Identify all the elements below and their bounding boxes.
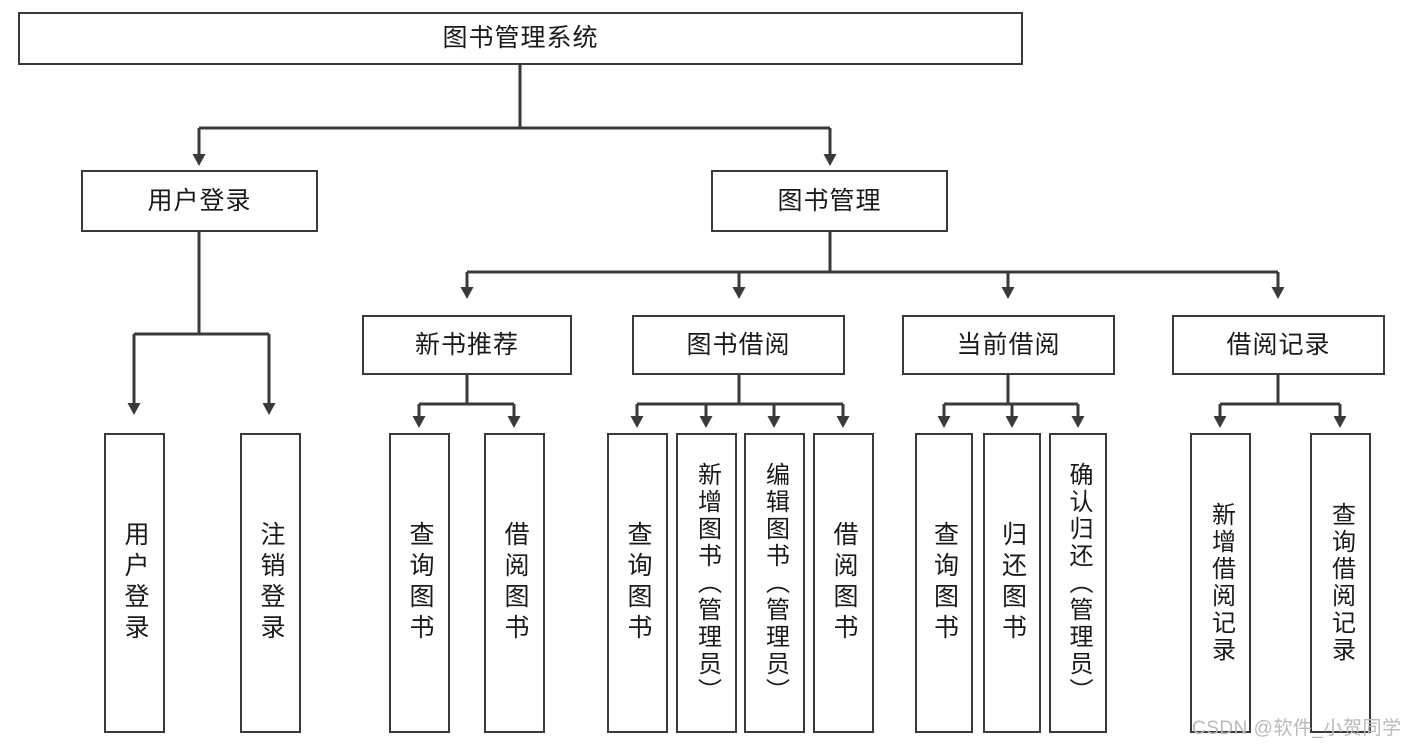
leaf-user-logout[interactable]: 注销登录 xyxy=(240,433,301,733)
node-label: 查询图书 xyxy=(624,521,652,645)
node-label: 图书借阅 xyxy=(686,330,791,359)
node-label: 新增借阅记录 xyxy=(1207,502,1235,664)
leaf-borrow-query-book[interactable]: 查询图书 xyxy=(607,433,668,733)
node-label: 编辑图书（管理员） xyxy=(761,461,789,705)
node-label: 新书推荐 xyxy=(414,330,519,359)
node-label: 查询图书 xyxy=(406,521,434,645)
node-book-borrow[interactable]: 图书借阅 xyxy=(632,315,845,375)
node-label: 用户登录 xyxy=(147,186,252,215)
node-label: 借阅图书 xyxy=(501,521,529,645)
node-label: 用户登录 xyxy=(121,521,149,645)
node-current-borrow[interactable]: 当前借阅 xyxy=(902,315,1115,375)
leaf-user-login[interactable]: 用户登录 xyxy=(104,433,165,733)
node-new-book-recommend[interactable]: 新书推荐 xyxy=(362,315,572,375)
leaf-borrow-add-book[interactable]: 新增图书（管理员） xyxy=(676,433,737,733)
leaf-borrow-borrow-book[interactable]: 借阅图书 xyxy=(813,433,874,733)
node-label: 借阅图书 xyxy=(830,521,858,645)
node-label: 当前借阅 xyxy=(956,330,1061,359)
leaf-current-confirm-return[interactable]: 确认归还（管理员） xyxy=(1049,433,1107,733)
node-user-login[interactable]: 用户登录 xyxy=(81,170,318,232)
node-borrow-record[interactable]: 借阅记录 xyxy=(1172,315,1385,375)
leaf-current-query-book[interactable]: 查询图书 xyxy=(915,433,973,733)
node-label: 图书管理 xyxy=(777,186,882,215)
node-book-management[interactable]: 图书管理 xyxy=(711,170,948,232)
leaf-borrow-edit-book[interactable]: 编辑图书（管理员） xyxy=(744,433,805,733)
node-label: 确认归还（管理员） xyxy=(1065,461,1092,705)
node-label: 归还图书 xyxy=(998,521,1027,645)
node-label: 查询图书 xyxy=(930,521,959,645)
leaf-recommend-query-book[interactable]: 查询图书 xyxy=(389,433,450,733)
node-root-system[interactable]: 图书管理系统 xyxy=(18,12,1023,65)
node-label: 查询借阅记录 xyxy=(1327,502,1355,664)
leaf-record-query[interactable]: 查询借阅记录 xyxy=(1310,433,1371,733)
leaf-current-return-book[interactable]: 归还图书 xyxy=(983,433,1041,733)
node-label: 图书管理系统 xyxy=(442,24,599,53)
node-label: 借阅记录 xyxy=(1226,330,1331,359)
watermark-text: CSDN @软件_小贺同学 xyxy=(1192,718,1402,739)
leaf-record-add[interactable]: 新增借阅记录 xyxy=(1190,433,1251,733)
node-label: 新增图书（管理员） xyxy=(693,461,721,705)
leaf-recommend-borrow-book[interactable]: 借阅图书 xyxy=(484,433,545,733)
node-label: 注销登录 xyxy=(257,521,285,645)
